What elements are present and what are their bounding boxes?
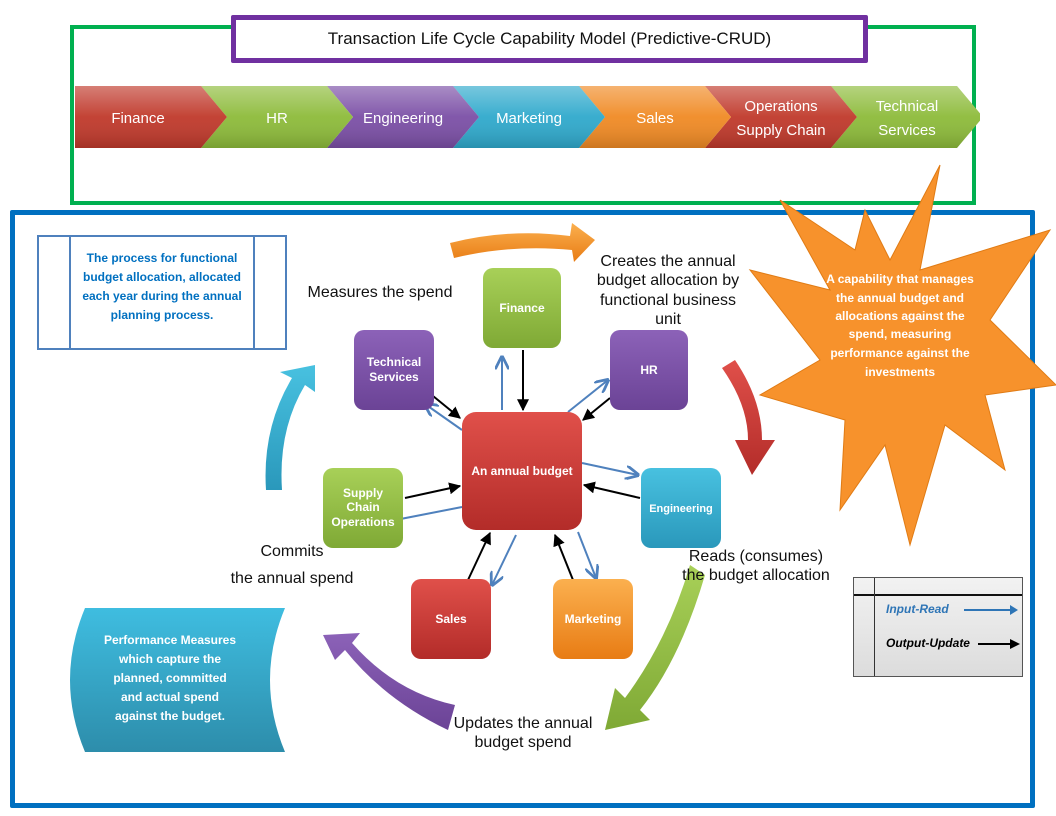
node-technical-services: Technical Services	[354, 330, 434, 410]
legend: Input-Read Output-Update	[853, 577, 1023, 677]
chevron-label: Marketing	[496, 110, 562, 127]
node-label: Operations	[331, 515, 395, 529]
reads-label: the budget allocation	[682, 567, 830, 584]
red-cycle-arrow	[722, 360, 775, 475]
process-frame	[10, 210, 1035, 808]
node-label: Chain	[346, 500, 379, 514]
input-read-arrow	[425, 404, 463, 431]
performance-measures-line: which capture the	[118, 652, 221, 666]
process-note-text: The process for functional budget alloca…	[82, 251, 242, 322]
node-label: HR	[640, 363, 658, 377]
starburst-line: the annual budget and	[836, 291, 964, 305]
page-title: Transaction Life Cycle Capability Model …	[231, 15, 868, 63]
chevron-sales: Sales	[579, 86, 731, 148]
output-update-arrow	[404, 482, 462, 499]
chevron-label: Technical	[876, 98, 939, 115]
node-label: Finance	[499, 301, 545, 315]
output-update-arrow-icon	[978, 639, 1020, 649]
reads-label: Reads (consumes)	[689, 548, 823, 565]
input-read-arrow	[577, 531, 596, 578]
performance-measures-line: and actual spend	[121, 690, 219, 704]
chevron-marketing: Marketing	[453, 86, 605, 148]
output-update-arrow	[432, 395, 461, 419]
chevron-label: Sales	[636, 110, 674, 127]
orange-cycle-arrow	[450, 223, 595, 262]
chevron-label: Finance	[111, 110, 164, 127]
chevron-label: HR	[266, 110, 288, 127]
commits-label: Commits	[260, 543, 323, 560]
cyan-cycle-arrow	[265, 365, 315, 490]
output-update-arrow	[467, 531, 491, 581]
output-update-arrow	[582, 481, 641, 499]
updates-label: Updates the annual	[454, 715, 593, 732]
node-sales: Sales	[411, 579, 491, 659]
center-node-label: An annual budget	[471, 464, 572, 478]
node-hr: HR	[610, 330, 688, 410]
chevron-hr: HR	[201, 86, 353, 148]
measures-label: Measures the spend	[308, 284, 453, 301]
performance-measures-shape	[70, 608, 285, 752]
starburst-line: investments	[865, 365, 935, 379]
creates-label: Creates the annual	[600, 253, 735, 270]
input-read-arrow	[492, 534, 517, 585]
node-label: Technical	[367, 355, 421, 369]
node-marketing: Marketing	[553, 579, 633, 659]
starburst-line: spend, measuring	[849, 327, 952, 341]
starburst-callout	[748, 164, 1056, 547]
performance-measures-line: Performance Measures	[104, 633, 236, 647]
node-label: Supply	[343, 486, 383, 500]
legend-output-update: Output-Update	[886, 636, 970, 650]
node-label: Sales	[435, 612, 467, 626]
chevron-engineering: Engineering	[327, 86, 479, 148]
creates-label: unit	[655, 311, 681, 328]
input-read-arrow	[581, 462, 638, 475]
performance-measures-line: against the budget.	[115, 709, 225, 723]
node-annual-budget: An annual budget	[462, 412, 582, 530]
green-cycle-arrow	[605, 565, 705, 730]
node-supply-chain-operations: Supply Chain Operations	[323, 468, 403, 548]
creates-label: functional business	[600, 292, 736, 309]
node-label: Marketing	[565, 612, 622, 626]
node-finance: Finance	[483, 268, 561, 348]
input-read-arrow	[567, 380, 608, 413]
node-engineering: Engineering	[641, 468, 721, 548]
output-update-arrow	[582, 397, 611, 421]
starburst-line: performance against the	[830, 346, 970, 360]
chevron-label: Operations	[744, 98, 817, 115]
purple-cycle-arrow	[323, 633, 455, 730]
chevron-finance: Finance	[75, 86, 227, 148]
starburst-line: allocations against the	[835, 309, 965, 323]
chevron-label: Services	[878, 122, 936, 139]
chevron-label: Supply Chain	[736, 122, 825, 139]
performance-measures-line: planned, committed	[113, 671, 226, 685]
chevron-label: Engineering	[363, 110, 443, 127]
starburst-line: A capability that manages	[826, 272, 974, 286]
commits-label: the annual spend	[231, 570, 354, 587]
process-note: The process for functional budget alloca…	[37, 235, 287, 350]
input-read-arrow-icon	[964, 605, 1018, 615]
updates-label: budget spend	[475, 734, 572, 751]
legend-input-read: Input-Read	[886, 602, 949, 616]
node-label: Engineering	[649, 503, 713, 515]
creates-label: budget allocation by	[597, 272, 739, 289]
output-update-arrow	[553, 533, 574, 581]
node-label: Services	[369, 370, 419, 384]
starburst-text: A capability that manages the annual bud…	[826, 272, 974, 379]
